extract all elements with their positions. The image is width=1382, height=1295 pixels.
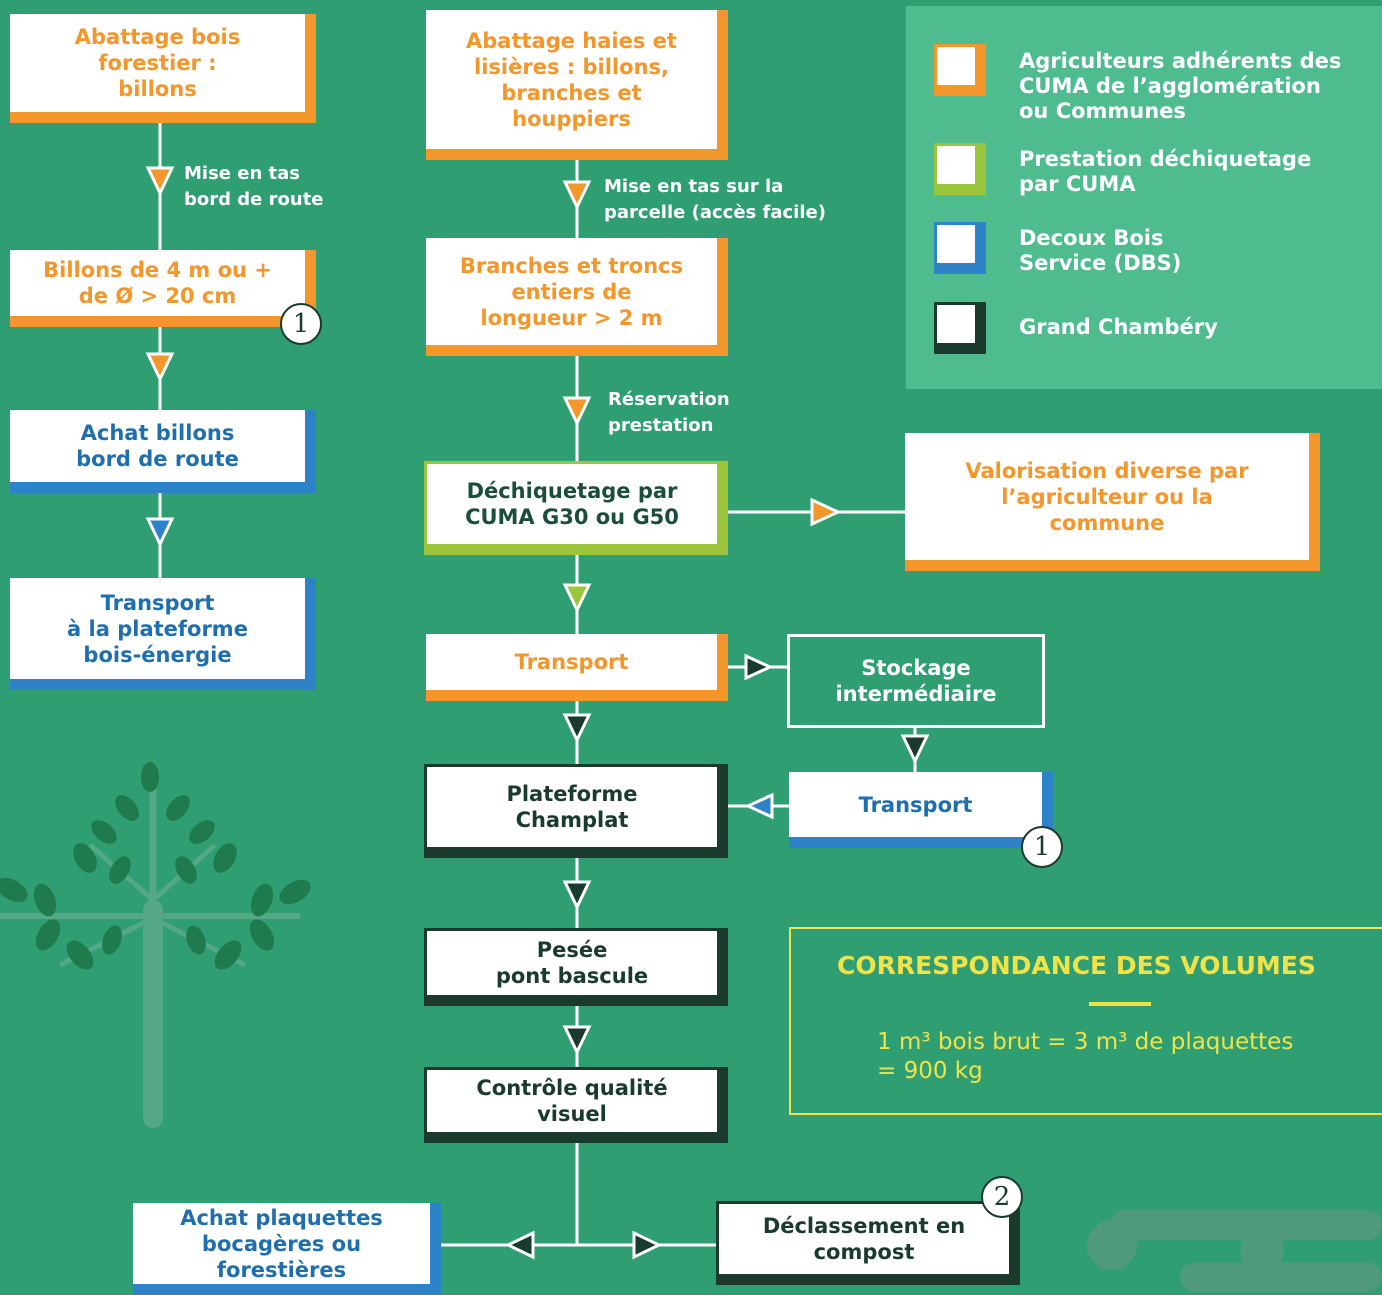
box-dechiquetage: Déchiquetage par CUMA G30 ou G50: [424, 461, 728, 555]
arrow-left-icon: [744, 792, 774, 820]
box-plateforme-champlat: Plateforme Champlat: [424, 764, 728, 858]
box-transport-orange: Transport: [426, 634, 728, 701]
box-stockage: Stockage intermédiaire: [787, 634, 1045, 728]
box-text: Plateforme Champlat: [506, 782, 638, 832]
tree-illustration: [0, 762, 311, 1128]
correspondance-panel: CORRESPONDANCE DES VOLUMES 1 m³ bois bru…: [789, 927, 1382, 1115]
legend-text-agriculteurs: Agriculteurs adhérents des CUMA de l’agg…: [1019, 49, 1342, 123]
legend-text-prestation: Prestation déchiquetage par CUMA: [1019, 147, 1312, 196]
legend-swatch-blue: [934, 222, 986, 274]
arrow-down-icon: [562, 880, 592, 911]
arrow-right-icon: [810, 497, 842, 527]
box-text: Abattage haies et lisières : billons, br…: [466, 28, 677, 131]
box-text: Pesée pont bascule: [495, 938, 649, 988]
badge-1: 1: [1021, 826, 1063, 868]
legend-swatch-dark: [934, 302, 986, 354]
arrow-right-icon: [744, 653, 774, 681]
arrow-down-icon: [562, 180, 592, 211]
box-declassement: Déclassement en compost: [716, 1201, 1020, 1285]
legend-swatch-green: [934, 143, 986, 195]
badge-1: 1: [280, 303, 322, 345]
box-text: Transport: [858, 792, 973, 817]
box-text: Branches et troncs entiers de longueur >…: [459, 253, 684, 330]
box-pesee: Pesée pont bascule: [424, 928, 728, 1006]
legend-text-dbs: Decoux Bois Service (DBS): [1019, 226, 1182, 275]
arrow-down-icon: [145, 352, 175, 383]
box-text: Achat billons bord de route: [76, 421, 239, 471]
correspondance-text: 1 m³ bois brut = 3 m³ de plaquettes = 90…: [877, 1029, 1294, 1084]
box-text: Déchiquetage par CUMA G30 ou G50: [465, 479, 679, 529]
box-text: Billons de 4 m ou + de Ø > 20 cm: [43, 258, 272, 308]
arrow-down-icon: [900, 734, 930, 765]
box-achat-billons: Achat billons bord de route: [10, 410, 316, 493]
box-controle-qualite: Contrôle qualité visuel: [424, 1067, 728, 1143]
box-abattage-bois-forestier: Abattage bois forestier : billons: [10, 14, 316, 123]
box-transport-plateforme: Transport à la plateforme bois-énergie: [10, 578, 316, 690]
logs-illustration: [1087, 1210, 1382, 1292]
box-achat-plaquettes: Achat plaquettes bocagères ou forestière…: [133, 1203, 441, 1295]
box-branches-troncs: Branches et troncs entiers de longueur >…: [426, 238, 728, 356]
box-text: Transport à la plateforme bois-énergie: [67, 590, 248, 667]
arrow-left-icon: [504, 1230, 535, 1260]
box-transport-blue: Transport: [789, 772, 1053, 848]
box-abattage-haies: Abattage haies et lisières : billons, br…: [426, 10, 728, 160]
arrow-down-icon: [145, 517, 175, 548]
box-valorisation: Valorisation diverse par l’agriculteur o…: [905, 433, 1320, 571]
legend-text-grand-chambery: Grand Chambéry: [1019, 315, 1218, 339]
arrow-down-icon: [562, 713, 592, 744]
label-reservation: Réservation prestation: [608, 389, 730, 436]
legend-swatch-orange: [934, 44, 986, 96]
badge-2: 2: [981, 1176, 1023, 1218]
box-text: Déclassement en compost: [762, 1214, 966, 1264]
arrow-down-icon: [145, 166, 175, 197]
label-mise-en-tas-route: Mise en tas bord de route: [184, 163, 324, 210]
box-text: Stockage intermédiaire: [835, 656, 997, 706]
arrow-right-icon: [632, 1230, 663, 1260]
arrow-down-icon: [562, 396, 592, 427]
box-text: Transport: [514, 650, 629, 674]
box-billons: Billons de 4 m ou + de Ø > 20 cm: [10, 250, 316, 327]
box-text: Contrôle qualité visuel: [476, 1076, 668, 1126]
box-text: Valorisation diverse par l’agriculteur o…: [965, 458, 1249, 535]
arrow-down-icon: [562, 1025, 592, 1056]
box-text: Abattage bois forestier : billons: [74, 25, 241, 101]
correspondance-title: CORRESPONDANCE DES VOLUMES: [837, 951, 1316, 980]
arrow-down-icon: [562, 583, 592, 614]
correspondance-divider: [1089, 1002, 1151, 1006]
box-text: Achat plaquettes bocagères ou forestière…: [180, 1205, 383, 1282]
label-mise-en-tas-parcelle: Mise en tas sur la parcelle (accès facil…: [604, 176, 826, 223]
